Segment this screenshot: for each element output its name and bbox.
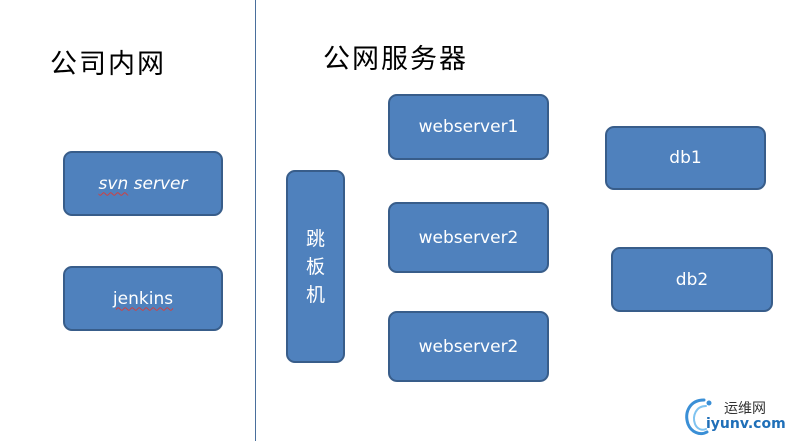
intranet-title: 公司内网 — [50, 49, 166, 80]
watermark: 运维网 iyunv.com — [680, 394, 785, 438]
svn-server-label-svn: svn — [98, 173, 129, 194]
webserver-label-3: webserver2 — [418, 336, 519, 357]
webserver-box-2: webserver2 — [388, 202, 549, 273]
webserver-box-1: webserver1 — [388, 94, 549, 160]
db1-label: db1 — [669, 148, 702, 168]
svn-server-label-server: server — [128, 173, 188, 194]
section-divider — [255, 0, 256, 441]
jump-host-char-1: 跳 — [305, 227, 325, 250]
jump-host-char-2: 板 — [305, 255, 325, 278]
svn-server-box: svn server — [63, 151, 223, 216]
jump-host-char-3: 机 — [305, 283, 325, 306]
jump-host-box: 跳 板 机 — [286, 170, 345, 363]
public-servers-title: 公网服务器 — [323, 44, 468, 75]
jenkins-label: jenkins — [112, 288, 174, 309]
webserver-label-1: webserver1 — [418, 117, 519, 137]
webserver-label-2: webserver2 — [418, 227, 519, 248]
db2-label: db2 — [675, 269, 709, 290]
jenkins-box: jenkins — [63, 266, 223, 331]
watermark-text-bottom: iyunv.com — [706, 416, 785, 432]
db2-box: db2 — [611, 247, 773, 312]
db1-box: db1 — [605, 126, 766, 190]
watermark-logo-icon — [685, 398, 712, 436]
webserver-box-3: webserver2 — [388, 311, 549, 382]
watermark-text-top: 运维网 — [724, 401, 766, 417]
